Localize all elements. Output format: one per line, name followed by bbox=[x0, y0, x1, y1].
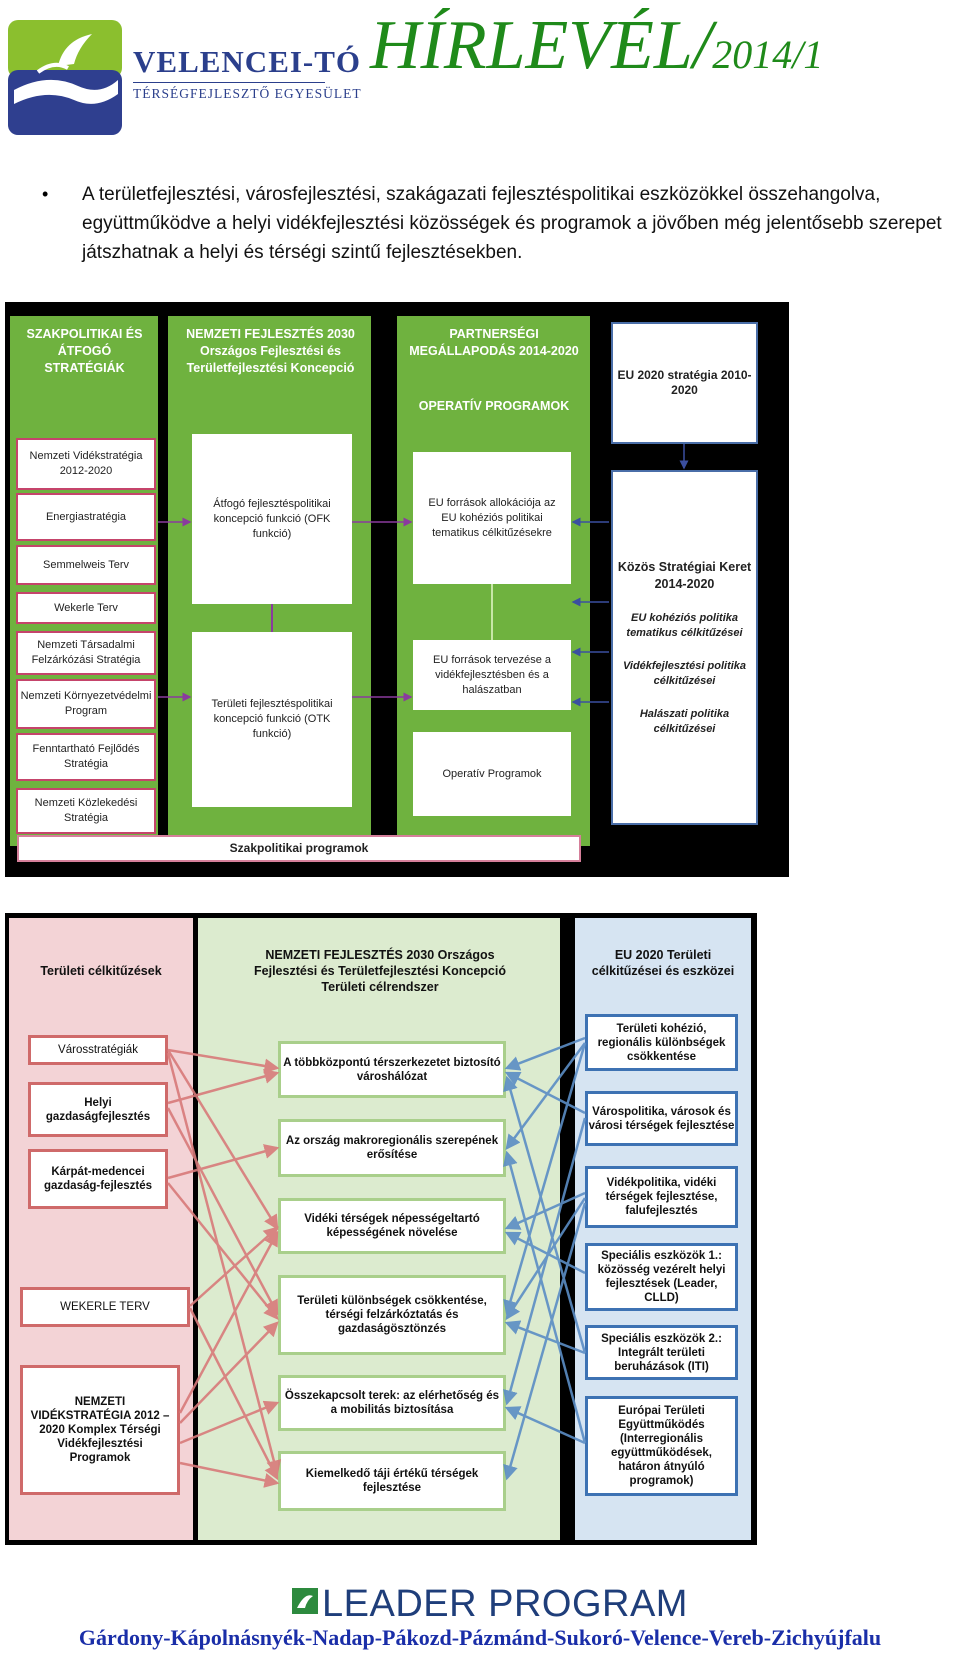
csf-title: Közös Stratégiai Keret 2014-2020 bbox=[617, 559, 752, 591]
strategy-item: Nemzeti Közlekedési Stratégia bbox=[16, 788, 156, 834]
diagram2-connectors bbox=[166, 1036, 587, 1488]
strategy-item: Wekerle Terv bbox=[16, 592, 156, 624]
right-item: Vidékpolitika, vidéki térségek fejleszté… bbox=[585, 1166, 738, 1228]
diagram-territorial-objectives: Területi célkitűzések NEMZETI FEJLESZTÉS… bbox=[5, 913, 757, 1545]
strategy-item: Semmelweis Terv bbox=[16, 545, 156, 585]
right-item: Speciális eszközök 1.: közösség vezérelt… bbox=[585, 1243, 738, 1311]
mid-item: A többközpontú térszerkezetet biztosító … bbox=[278, 1041, 506, 1098]
col3-subtitle: OPERATÍV PROGRAMOK bbox=[418, 399, 570, 413]
strategy-item: Fenntartható Fejlődés Stratégia bbox=[16, 733, 156, 781]
mid-item: Az ország makroregionális szerepének erő… bbox=[278, 1119, 506, 1177]
mid-title: NEMZETI FEJLESZTÉS 2030 Országos Fejlesz… bbox=[254, 948, 506, 994]
common-strategic-framework-box: Közös Stratégiai Keret 2014-2020 EU kohé… bbox=[611, 470, 758, 825]
strategy-item: Energiastratégia bbox=[16, 493, 156, 541]
mid-item: Összekapcsolt terek: az elérhetőség és a… bbox=[278, 1375, 506, 1431]
org-name: VELENCEI-TÓ bbox=[133, 44, 362, 79]
left-item: NEMZETI VIDÉKSTRATÉGIA 2012 – 2020 Kompl… bbox=[20, 1365, 180, 1495]
right-item: Európai Területi Együttműködés (Interreg… bbox=[585, 1396, 738, 1496]
mid-item: Területi különbségek csökkentése, térség… bbox=[278, 1275, 506, 1355]
bullet-marker: • bbox=[42, 184, 49, 204]
col2-title: NEMZETI FEJLESZTÉS 2030 Országos Fejlesz… bbox=[186, 327, 355, 375]
org-name-divider bbox=[133, 82, 325, 83]
ofk-function-box: Átfogó fejlesztéspolitikai koncepció fun… bbox=[192, 434, 352, 604]
right-item: Várospolitika, városok és városi térsége… bbox=[585, 1091, 738, 1146]
velencei-to-logo bbox=[8, 20, 122, 135]
footer-town-list: Gárdony-Kápolnásnyék-Nadap-Pákozd-Pázmán… bbox=[78, 1625, 882, 1650]
newsletter-word: HÍRLEVÉL/ bbox=[370, 7, 713, 84]
left-item: Helyi gazdaságfejlesztés bbox=[28, 1082, 168, 1137]
left-item: Városstratégiák bbox=[28, 1035, 168, 1065]
diagram-strategy-hierarchy: SZAKPOLITIKAI ÉS ÁTFOGÓ STRATÉGIÁK NEMZE… bbox=[5, 302, 789, 877]
newsletter-title: HÍRLEVÉL/2014/1 bbox=[370, 6, 823, 86]
otk-function-box: Területi fejlesztéspolitikai koncepció f… bbox=[192, 632, 352, 807]
csf-item: Halászati politika célkitűzései bbox=[639, 707, 730, 735]
csf-item: EU kohéziós politika tematikus célkitűzé… bbox=[626, 611, 743, 639]
policy-programs-bar: Szakpolitikai programok bbox=[17, 835, 581, 862]
bullet-paragraph: A területfejlesztési, városfejlesztési, … bbox=[82, 184, 942, 263]
col1-title: SZAKPOLITIKAI ÉS ÁTFOGÓ STRATÉGIÁK bbox=[26, 327, 143, 375]
eu2020-box: EU 2020 stratégia 2010-2020 bbox=[611, 322, 758, 444]
csf-item: Vidékfejlesztési politika célkitűzései bbox=[622, 659, 747, 687]
right-title: EU 2020 Területi célkitűzései és eszköze… bbox=[591, 948, 735, 978]
strategy-item: Nemzeti Környezetvédelmi Program bbox=[16, 679, 156, 729]
right-item: Területi kohézió, regionális különbségek… bbox=[585, 1014, 738, 1071]
leader-program-title: LEADER PROGRAM bbox=[322, 1583, 688, 1625]
strategy-item: Nemzeti Társadalmi Felzárkózási Stratégi… bbox=[16, 631, 156, 675]
newsletter-issue: 2014/1 bbox=[712, 32, 824, 77]
mid-item: Vidéki térségek népességeltartó képesség… bbox=[278, 1198, 506, 1254]
mid-item: Kiemelkedő táji értékű térségek fejleszt… bbox=[278, 1451, 506, 1511]
eu-allocation-box: EU források allokációja az EU kohéziós p… bbox=[413, 452, 571, 584]
left-item: WEKERLE TERV bbox=[20, 1287, 190, 1327]
left-title: Területi célkitűzések bbox=[40, 964, 162, 978]
org-subtitle: TÉRSÉGFEJLESZTŐ EGYESÜLET bbox=[133, 86, 362, 101]
operative-programs-box: Operatív Programok bbox=[413, 732, 571, 816]
leader-logo-icon bbox=[292, 1588, 318, 1614]
left-item: Kárpát-medencei gazdaság-fejlesztés bbox=[28, 1149, 168, 1209]
col3-title: PARTNERSÉGI MEGÁLLAPODÁS 2014-2020 bbox=[409, 327, 579, 358]
strategy-item: Nemzeti Vidékstratégia 2012-2020 bbox=[16, 438, 156, 490]
eu-planning-box: EU források tervezése a vidékfejlesztésb… bbox=[413, 640, 571, 710]
right-item: Speciális eszközök 2.: Integrált terület… bbox=[585, 1325, 738, 1380]
diagram1-connectors bbox=[158, 444, 689, 707]
